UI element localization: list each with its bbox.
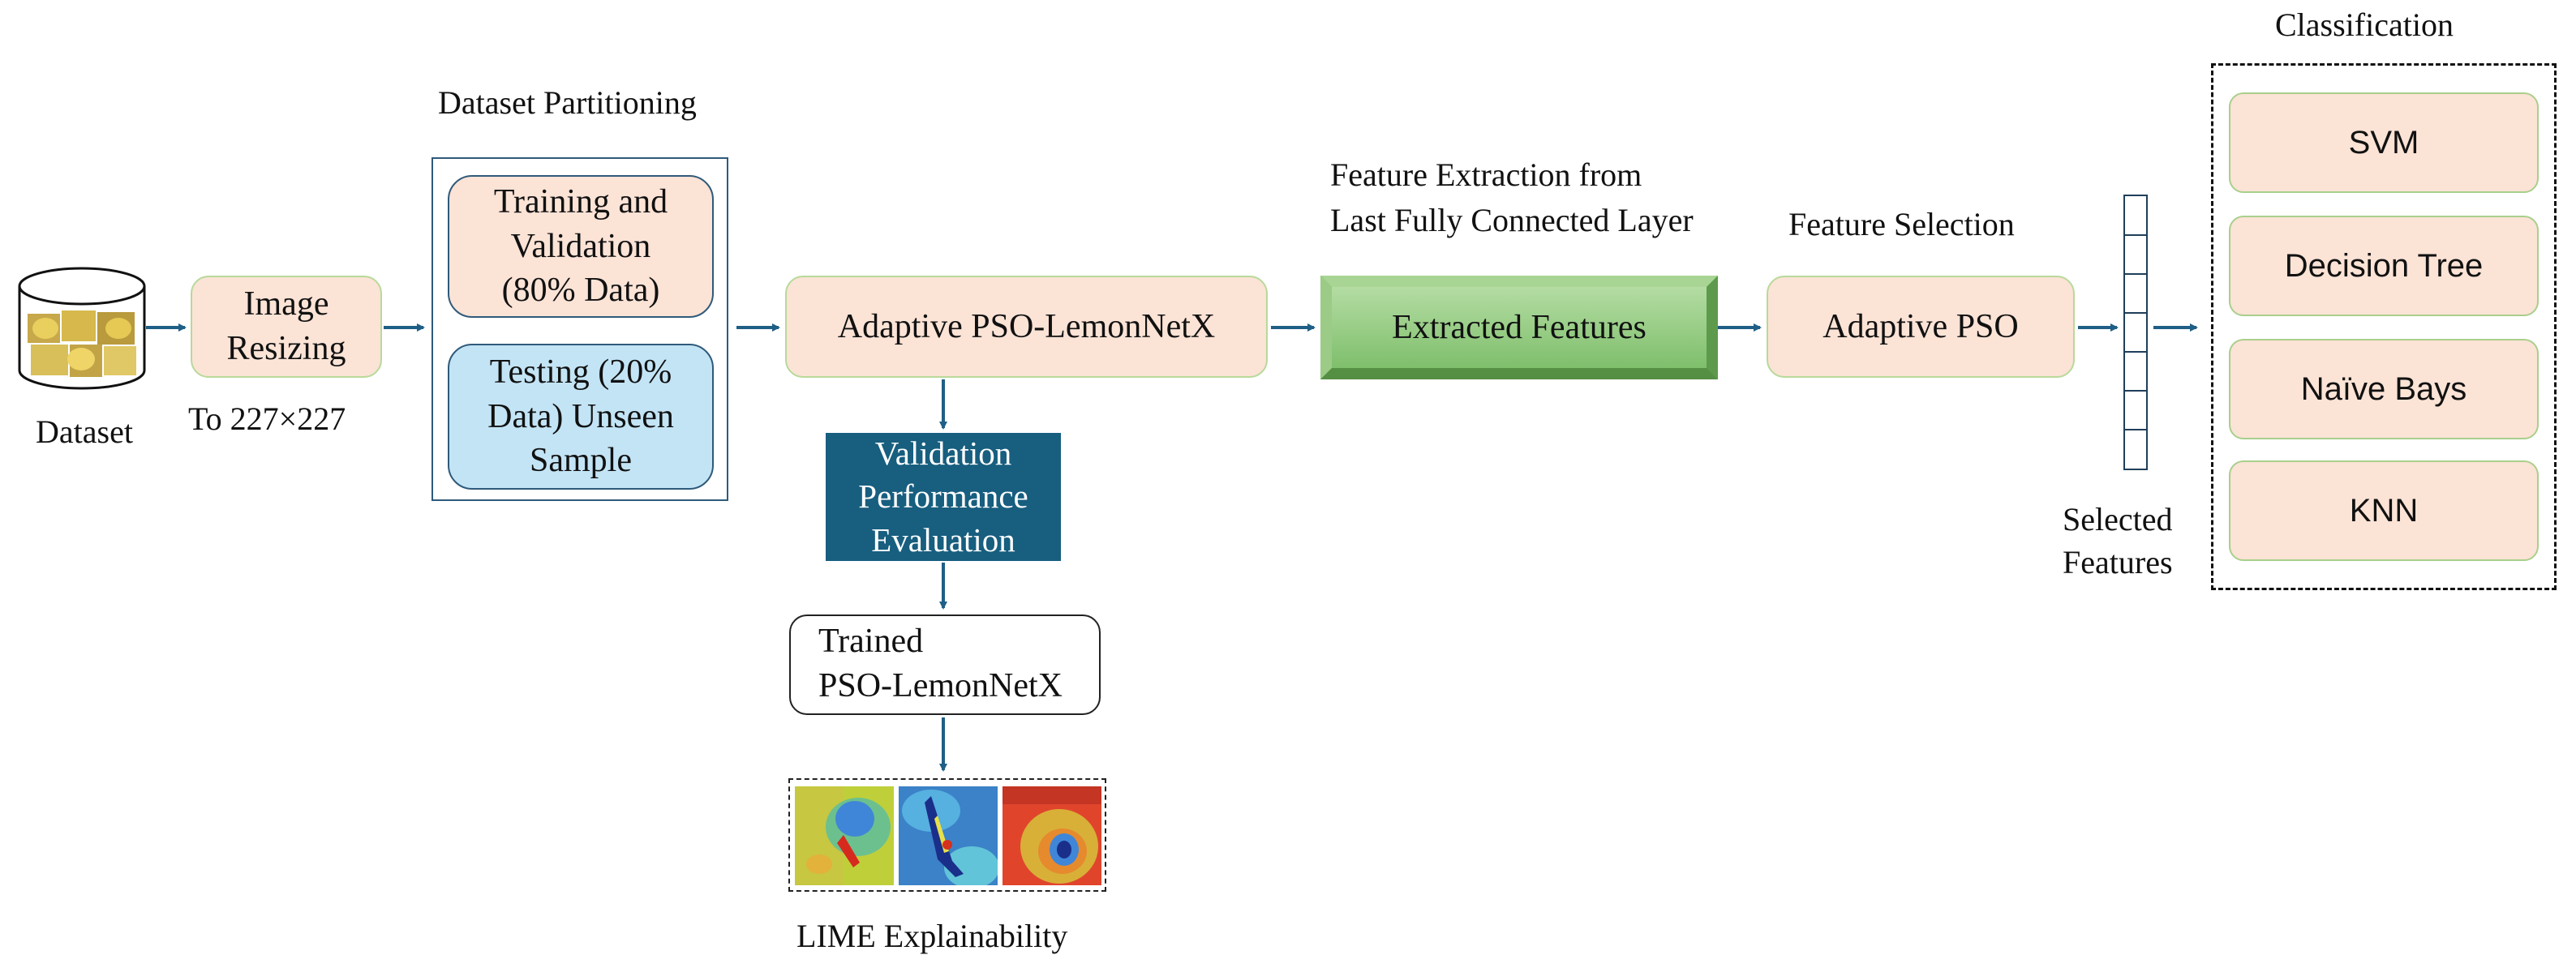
training-line-3: (80% Data) bbox=[501, 272, 660, 310]
model-box: Adaptive PSO-LemonNetX bbox=[785, 276, 1268, 378]
classifier-svm: SVM bbox=[2229, 92, 2539, 193]
image-resizing-box: Image Resizing bbox=[191, 276, 382, 378]
classifier-naive-bayes: Naïve Bays bbox=[2229, 339, 2539, 439]
selected-features-label: Selected Features bbox=[2063, 498, 2173, 584]
adaptive-pso-box: Adaptive PSO bbox=[1767, 276, 2075, 378]
lime-panel bbox=[788, 778, 1106, 892]
lime-label: LIME Explainability bbox=[796, 918, 1068, 954]
classifier-knn-label: KNN bbox=[2349, 493, 2419, 529]
extraction-title-line-2: Last Fully Connected Layer bbox=[1330, 202, 1694, 238]
extracted-features-label: Extracted Features bbox=[1392, 308, 1646, 346]
classifier-decision-tree-label: Decision Tree bbox=[2284, 248, 2484, 284]
validation-box: Validation Performance Evaluation bbox=[826, 433, 1061, 561]
training-line-2: Validation bbox=[510, 227, 651, 265]
classifier-svm-label: SVM bbox=[2348, 125, 2419, 161]
lime-heatmap-1-icon bbox=[795, 786, 894, 885]
dataset-label: Dataset bbox=[36, 413, 133, 450]
validation-line-2: Performance bbox=[858, 477, 1028, 516]
lime-heatmap-3-icon bbox=[1002, 786, 1101, 885]
extraction-title: Feature Extraction from Last Fully Conne… bbox=[1330, 152, 1694, 243]
training-validation-box: Training and Validation (80% Data) bbox=[448, 175, 714, 318]
classifier-decision-tree: Decision Tree bbox=[2229, 216, 2539, 316]
testing-line-3: Sample bbox=[530, 442, 632, 480]
model-label: Adaptive PSO-LemonNetX bbox=[837, 307, 1216, 345]
trained-line-1: Trained bbox=[818, 623, 924, 660]
trained-model-box: Trained PSO-LemonNetX bbox=[789, 614, 1101, 715]
lemon-images-icon bbox=[28, 310, 136, 377]
selected-line-1: Selected bbox=[2063, 501, 2173, 537]
adaptive-pso-label: Adaptive PSO bbox=[1823, 307, 2019, 345]
selected-line-2: Features bbox=[2063, 544, 2173, 581]
testing-box: Testing (20% Data) Unseen Sample bbox=[448, 344, 714, 490]
extracted-features-box: Extracted Features bbox=[1320, 276, 1718, 379]
resize-size-label: To 227×227 bbox=[188, 400, 346, 437]
partition-frame bbox=[431, 157, 728, 501]
selection-title: Feature Selection bbox=[1788, 206, 2015, 242]
classification-title: Classification bbox=[2275, 6, 2454, 43]
classification-frame bbox=[2211, 63, 2557, 590]
classifier-naive-bayes-label: Naïve Bays bbox=[2300, 371, 2467, 407]
extraction-title-line-1: Feature Extraction from bbox=[1330, 156, 1642, 193]
dataset-cylinder-icon bbox=[18, 267, 146, 390]
testing-line-2: Data) Unseen bbox=[487, 397, 674, 435]
image-resizing-label: Image Resizing bbox=[226, 285, 346, 367]
validation-line-1: Validation bbox=[874, 435, 1012, 473]
partition-title: Dataset Partitioning bbox=[438, 84, 697, 121]
extracted-features-bevel bbox=[1320, 276, 1718, 379]
lime-heatmap-2-icon bbox=[899, 786, 998, 885]
testing-line-1: Testing (20% bbox=[489, 353, 672, 392]
validation-line-3: Evaluation bbox=[871, 520, 1015, 559]
training-line-1: Training and bbox=[493, 183, 668, 221]
trained-line-2: PSO-LemonNetX bbox=[818, 666, 1063, 704]
feature-vector bbox=[2123, 195, 2148, 470]
classifier-knn: KNN bbox=[2229, 460, 2539, 561]
